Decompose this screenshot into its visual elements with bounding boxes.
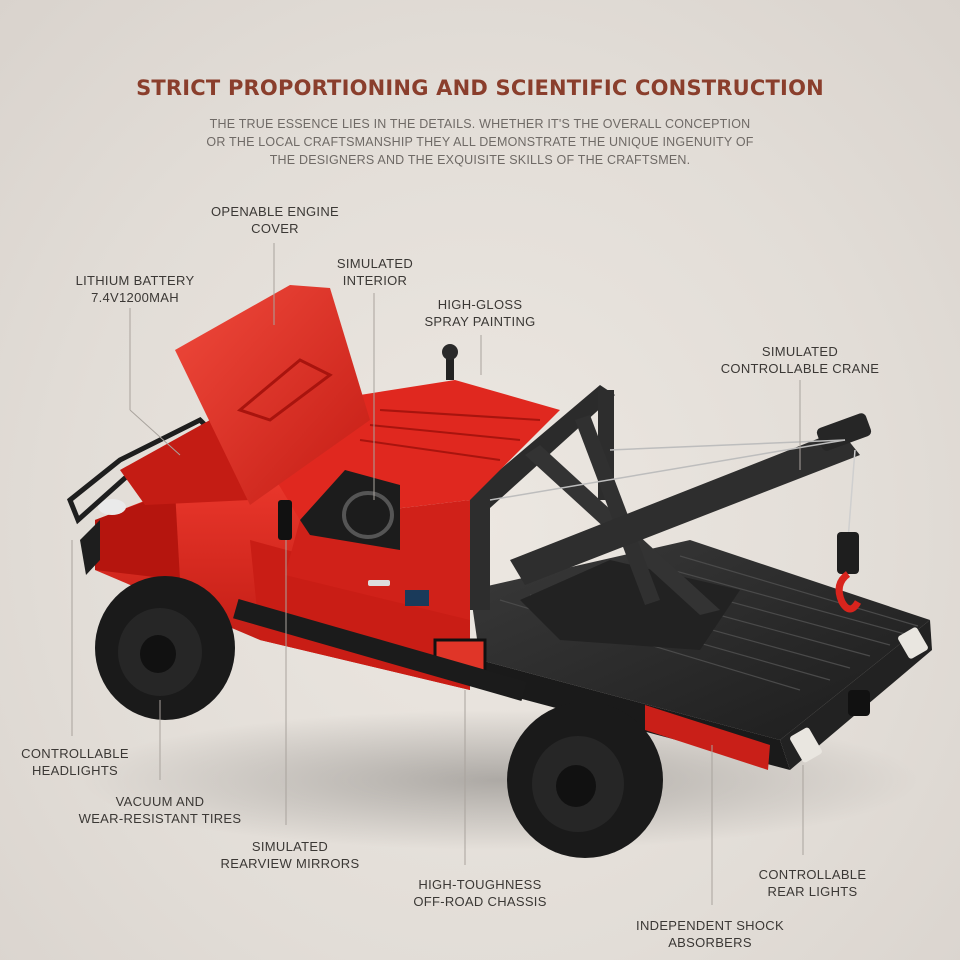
- page-title: STRICT PROPORTIONING AND SCIENTIFIC CONS…: [136, 76, 824, 100]
- callout-line: SIMULATED: [336, 256, 414, 271]
- callout-line: CONTROLLABLE: [21, 746, 129, 761]
- callout-line: OFF-ROAD CHASSIS: [413, 894, 547, 909]
- callout-line: REARVIEW MIRRORS: [220, 856, 360, 871]
- callout-battery: LITHIUM BATTERY 7.4V1200MAH: [55, 272, 215, 306]
- chassis: [233, 599, 527, 701]
- callout-line: OPENABLE ENGINE: [210, 204, 340, 219]
- callout-line: INDEPENDENT SHOCK: [636, 918, 784, 933]
- callout-tires: VACUUM AND WEAR-RESISTANT TIRES: [65, 793, 255, 827]
- callout-interior: SIMULATED INTERIOR: [310, 255, 440, 289]
- callout-crane: SIMULATED CONTROLLABLE CRANE: [705, 343, 895, 377]
- callout-line: HEADLIGHTS: [31, 763, 119, 778]
- callout-line: HIGH-GLOSS: [437, 297, 523, 312]
- callout-lines: [71, 243, 804, 905]
- callout-line: LITHIUM BATTERY: [75, 273, 195, 288]
- callout-paint: HIGH-GLOSS SPRAY PAINTING: [405, 296, 555, 330]
- page-subtitle: THE TRUE ESSENCE LIES IN THE DETAILS. WH…: [150, 115, 810, 169]
- callout-line: WEAR-RESISTANT TIRES: [78, 811, 242, 826]
- callout-line: SPRAY PAINTING: [424, 314, 536, 329]
- callout-line: SIMULATED: [761, 344, 839, 359]
- callout-line: 7.4V1200MAH: [91, 290, 179, 305]
- callout-line: COVER: [251, 221, 299, 236]
- subtitle-line: THE DESIGNERS AND THE EXQUISITE SKILLS O…: [269, 153, 691, 167]
- callout-mirrors: SIMULATED REARVIEW MIRRORS: [205, 838, 375, 872]
- callout-rear-lights: CONTROLLABLE REAR LIGHTS: [735, 866, 890, 900]
- subtitle-line: THE TRUE ESSENCE LIES IN THE DETAILS. WH…: [209, 117, 751, 131]
- subtitle-line: OR THE LOCAL CRAFTSMANSHIP THEY ALL DEMO…: [206, 135, 754, 149]
- callout-line: ABSORBERS: [668, 935, 752, 950]
- callout-engine-cover: OPENABLE ENGINE COVER: [195, 203, 355, 237]
- cab: [66, 285, 560, 690]
- callout-line: SIMULATED: [251, 839, 329, 854]
- callout-line: VACUUM AND: [115, 794, 205, 809]
- rear-wheel: [507, 702, 663, 858]
- callout-line: CONTROLLABLE CRANE: [720, 361, 880, 376]
- callout-line: REAR LIGHTS: [767, 884, 858, 899]
- callout-line: INTERIOR: [342, 273, 408, 288]
- callout-shocks: INDEPENDENT SHOCK ABSORBERS: [620, 917, 800, 951]
- callout-headlights: CONTROLLABLE HEADLIGHTS: [5, 745, 145, 779]
- callout-chassis: HIGH-TOUGHNESS OFF-ROAD CHASSIS: [395, 876, 565, 910]
- callout-line: HIGH-TOUGHNESS: [418, 877, 542, 892]
- callout-line: CONTROLLABLE: [758, 867, 867, 882]
- front-wheel: [95, 576, 235, 720]
- crane: [470, 385, 872, 650]
